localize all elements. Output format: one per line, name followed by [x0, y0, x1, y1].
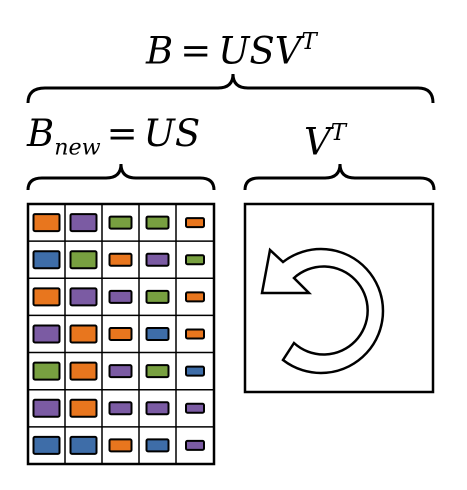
matrix-entry-blue [32, 435, 61, 455]
matrix-us [26, 202, 216, 466]
matrix-entry-blue [32, 250, 61, 270]
matrix-entry-purple [145, 401, 170, 416]
formula-top-rhs: USV [218, 29, 302, 73]
matrix-entry-orange [185, 328, 205, 340]
matrix-entry-orange [185, 291, 205, 303]
formula-left-op: = [106, 112, 138, 155]
matrix-entry-blue [145, 438, 170, 453]
matrix-entry-purple [185, 402, 205, 414]
formula-left: Bnew=US [27, 111, 200, 170]
formula-top: B=USVT [146, 20, 317, 74]
rotate-counterclockwise-icon [260, 247, 385, 375]
matrix-entry-purple [185, 439, 205, 451]
matrix-entry-purple [69, 213, 98, 233]
matrix-entry-orange [32, 213, 61, 233]
matrix-entry-blue [185, 365, 205, 377]
formula-left-base: B [27, 112, 55, 155]
matrix-entry-green [108, 215, 133, 230]
matrix-entry-orange [185, 217, 205, 229]
top-brace [26, 73, 435, 104]
formula-right-base: V [304, 120, 331, 164]
matrix-entry-blue [145, 326, 170, 341]
matrix-grid-lines [28, 204, 214, 464]
matrix-entry-purple [145, 252, 170, 267]
matrix-entry-blue [69, 435, 98, 455]
right-brace [243, 163, 436, 191]
matrix-entry-purple [108, 364, 133, 379]
formula-top-sup: T [301, 28, 317, 55]
matrix-entry-orange [32, 287, 61, 307]
matrix-entry-green [32, 361, 61, 381]
matrix-entry-purple [32, 324, 61, 344]
matrix-vt [243, 202, 435, 394]
matrix-entry-orange [108, 326, 133, 341]
formula-right-sup: T [330, 119, 347, 146]
matrix-entry-orange [108, 438, 133, 453]
matrix-cells [32, 213, 205, 455]
matrix-entry-purple [32, 398, 61, 418]
matrix-entry-purple [69, 287, 98, 307]
matrix-entry-green [145, 289, 170, 304]
matrix-entry-purple [108, 289, 133, 304]
matrix-entry-purple [108, 401, 133, 416]
matrix-entry-orange [69, 324, 98, 344]
left-brace [26, 163, 216, 191]
formula-top-op: = [180, 29, 212, 73]
matrix-entry-green [145, 215, 170, 230]
formula-top-lhs: B [146, 29, 174, 73]
matrix-entry-green [185, 254, 205, 266]
matrix-entry-green [69, 250, 98, 270]
formula-left-sub: new [54, 134, 101, 161]
formula-right: VT [304, 111, 346, 165]
formula-left-rhs: US [143, 112, 201, 155]
matrix-entry-orange [69, 398, 98, 418]
matrix-entry-orange [108, 252, 133, 267]
matrix-entry-orange [69, 361, 98, 381]
matrix-entry-green [145, 364, 170, 379]
